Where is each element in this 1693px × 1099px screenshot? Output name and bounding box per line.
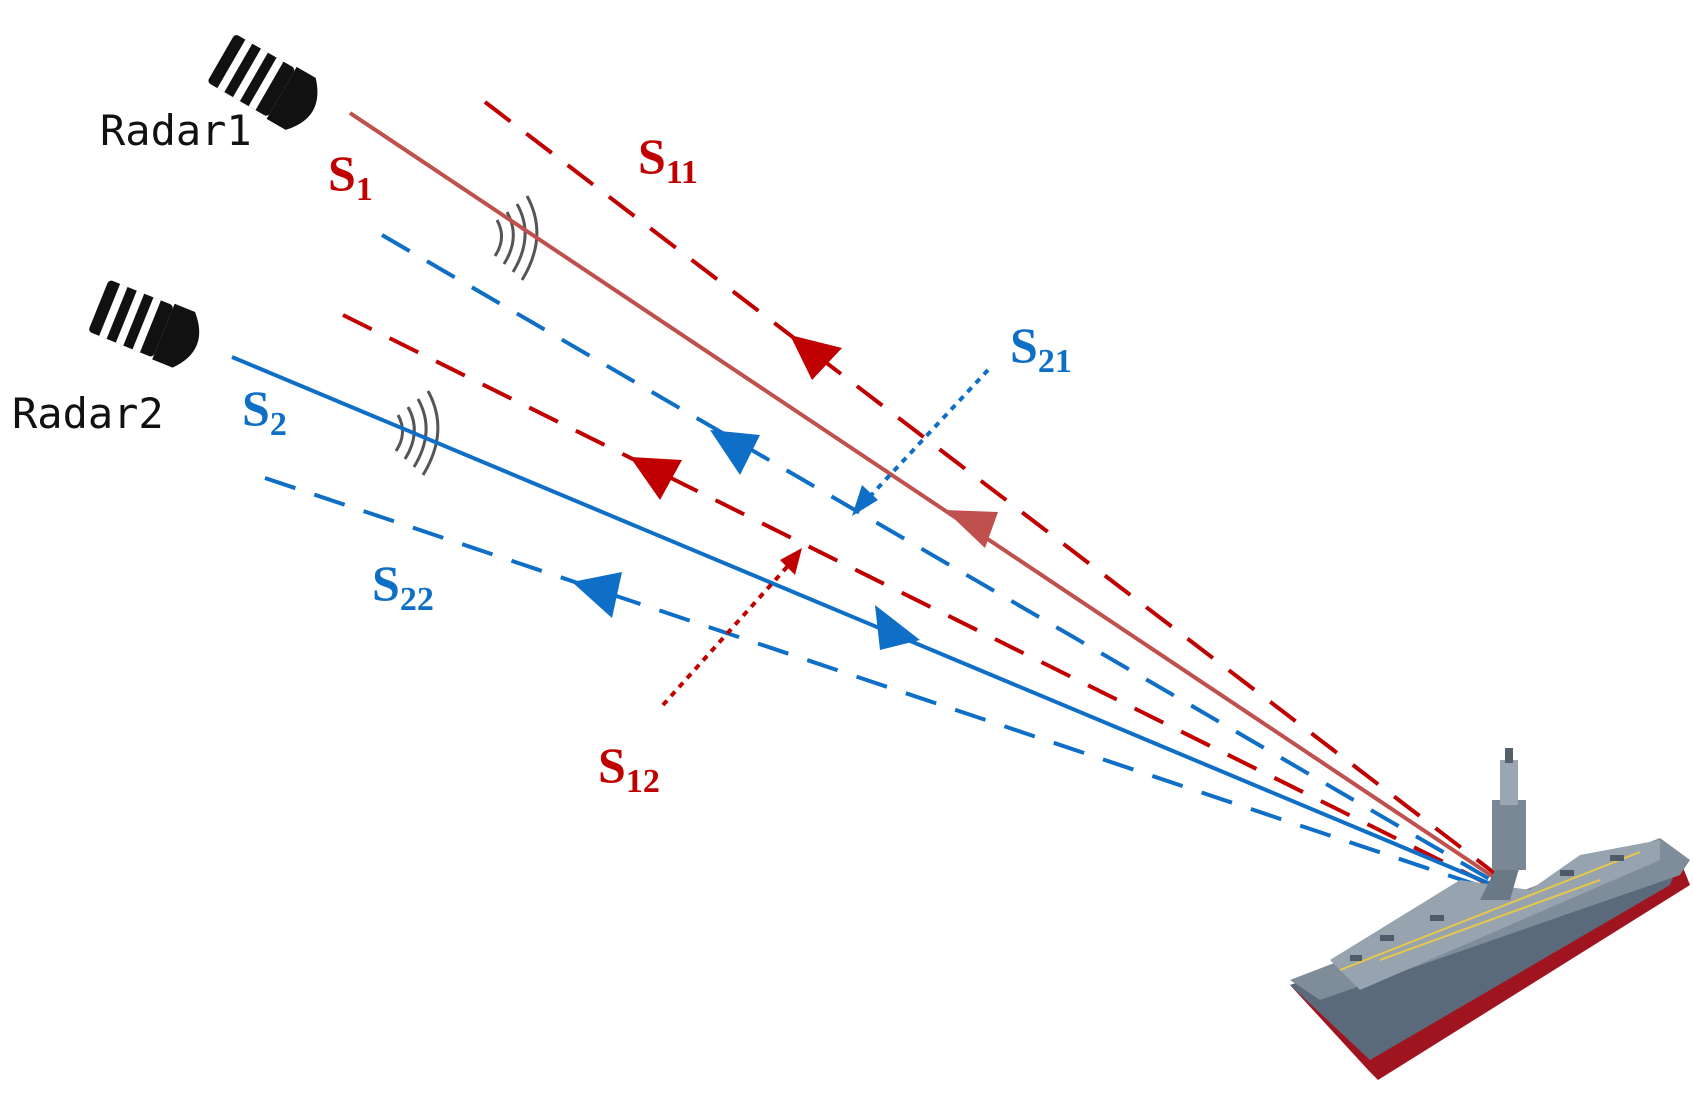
s22-echo-line: [264, 476, 1499, 894]
s1-subscript: 1: [356, 171, 373, 208]
radar1-emitter-icon: [208, 35, 318, 130]
s21-leader: [860, 368, 990, 507]
s11-arrowhead: [790, 335, 842, 380]
aircraft-carrier-icon: [1290, 748, 1690, 1080]
s1-label: S1: [328, 145, 373, 208]
s2-base: S: [242, 380, 270, 436]
s2-subscript: 2: [270, 406, 287, 443]
s21-arrowhead: [710, 430, 760, 475]
s21-echo-line: [380, 233, 1507, 890]
s12-arrowhead: [630, 457, 682, 500]
radar1-label: Radar1: [100, 106, 252, 155]
s1-beam-line: [348, 111, 1512, 890]
s2-arrowhead: [875, 605, 920, 650]
s1-arrowhead: [945, 510, 998, 548]
s21-base: S: [1010, 317, 1038, 373]
s11-base: S: [638, 128, 666, 184]
s12-base: S: [598, 737, 626, 793]
s12-leader-arrowhead: [780, 548, 802, 575]
s21-leader-arrowhead: [852, 485, 878, 516]
s11-subscript: 11: [666, 154, 698, 191]
s22-label: S22: [372, 555, 434, 618]
s22-arrowhead: [572, 572, 622, 618]
radio-wave-icon: [394, 390, 440, 476]
s2-label: S2: [242, 380, 287, 443]
radio-wave-icon: [493, 195, 539, 281]
s21-subscript: 21: [1038, 343, 1072, 380]
s11-echo-line: [483, 100, 1512, 887]
radar2-label: Radar2: [12, 389, 164, 438]
radar2-emitter-icon: [89, 280, 200, 368]
s11-label: S11: [638, 128, 698, 191]
s1-base: S: [328, 145, 356, 201]
s22-subscript: 22: [400, 581, 434, 618]
s21-label: S21: [1010, 317, 1072, 380]
s12-leader: [661, 556, 797, 707]
s2-beam-line: [231, 355, 1506, 892]
s12-subscript: 12: [626, 763, 660, 800]
s12-label: S12: [598, 737, 660, 800]
s12-echo-line: [342, 313, 1501, 892]
s22-base: S: [372, 555, 400, 611]
